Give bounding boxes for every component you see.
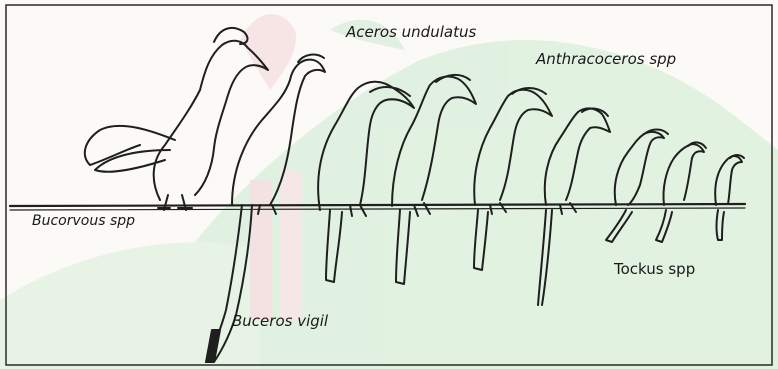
bird-bucorvus bbox=[85, 28, 268, 210]
label-buceros-vigil: Buceros vigil bbox=[232, 314, 328, 329]
label-anthracoceros-spp: Anthracoceros spp bbox=[536, 52, 676, 67]
label-bucorvous-spp: Bucorvous spp bbox=[32, 214, 135, 228]
label-aceros-undulatus: Aceros undulatus bbox=[346, 25, 476, 40]
label-tockus-spp: Tockus spp bbox=[614, 262, 695, 277]
